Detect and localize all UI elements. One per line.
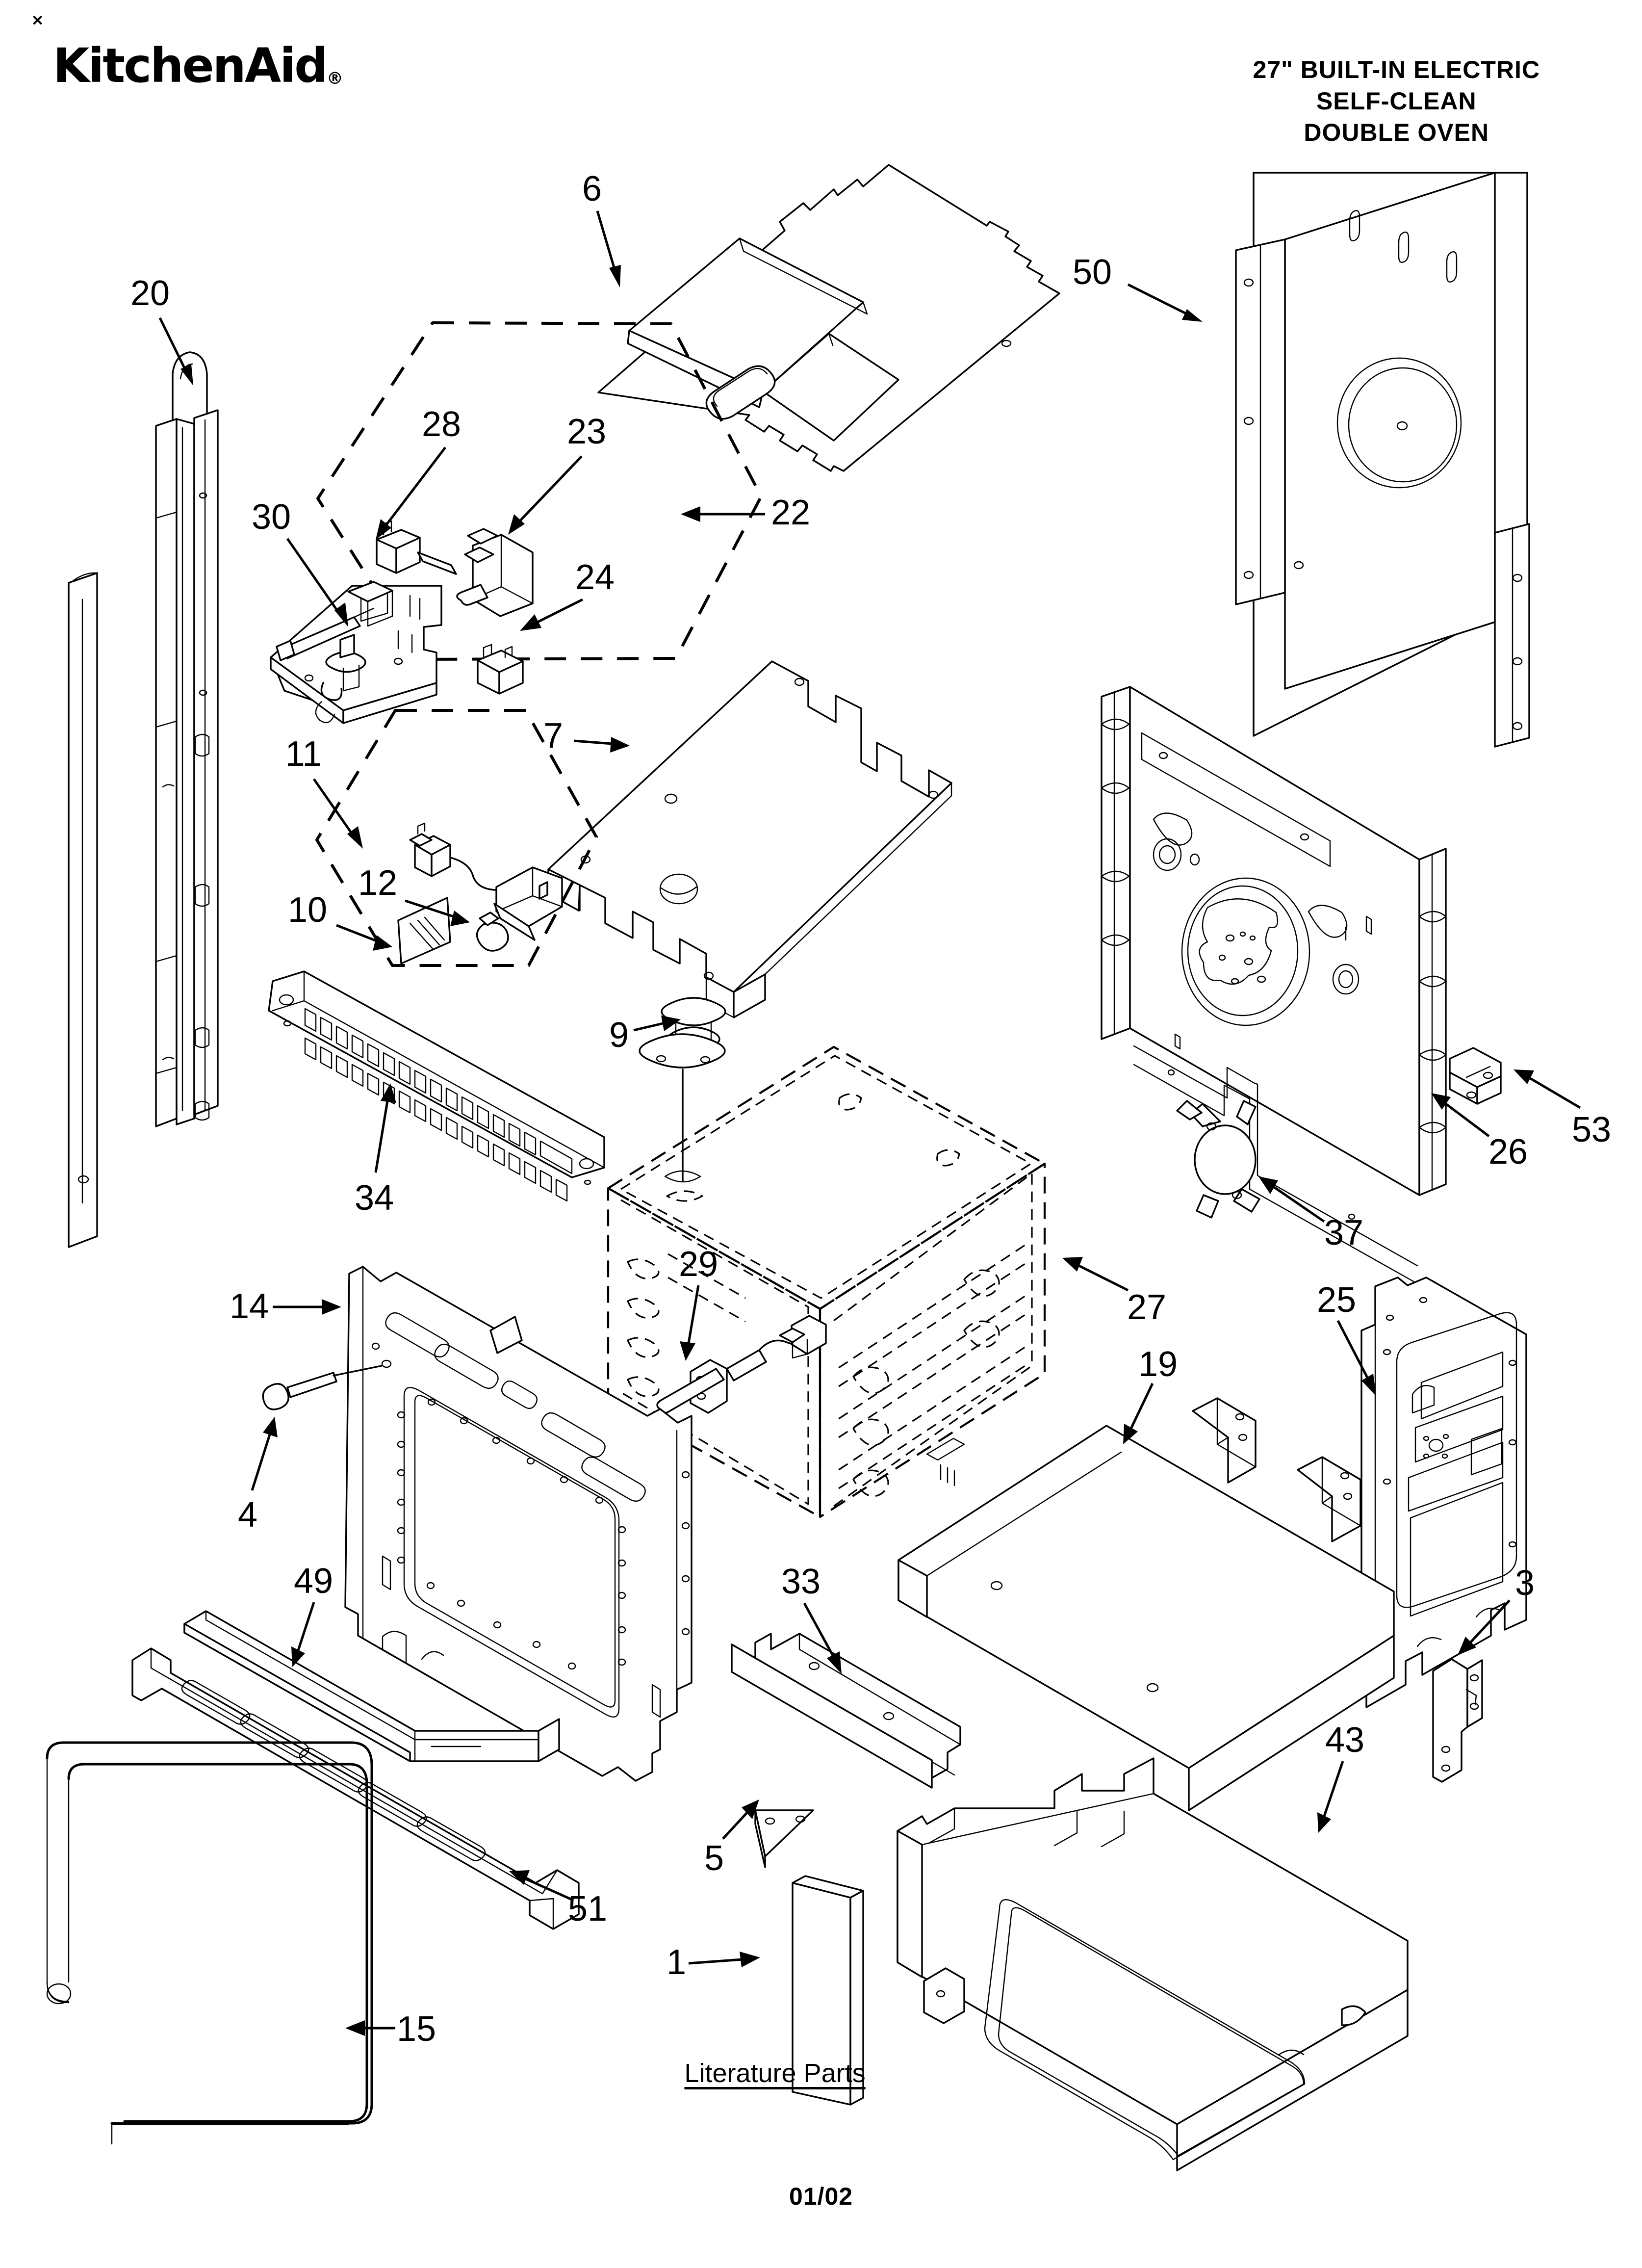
callout-24-switch: 24: [575, 558, 615, 597]
part-51-trim-rail: [131, 1647, 580, 1930]
callout-25-side-panel: 25: [1316, 1280, 1357, 1320]
callout-50-rear-panel: 50: [1072, 253, 1112, 292]
leader-lines: [158, 210, 1581, 2036]
registration-mark: ✕: [31, 13, 44, 29]
page-footer: 01/02: [789, 2183, 853, 2210]
part-23-lock-motor: [456, 528, 534, 617]
part-37-thermal-limiter: [1176, 1100, 1260, 1219]
callout-14-oven-front-frame: 14: [229, 1287, 269, 1326]
part-5-corner-gusset: [754, 1809, 814, 1868]
diagram-title: 27" BUILT-IN ELECTRIC SELF-CLEAN DOUBLE …: [1253, 56, 1540, 146]
callout-3-angle-bracket: 3: [1514, 1564, 1535, 1603]
callout-34-vent-grille: 34: [354, 1178, 394, 1218]
callout-6-top-panel-with-vent: 6: [582, 169, 602, 209]
callout-20-side-trim-cap: 20: [130, 274, 170, 313]
callout-10-lamp-lens: 10: [287, 890, 328, 930]
callout-37-thermal-limiter: 37: [1324, 1213, 1364, 1252]
callout-15-door-gasket: 15: [396, 2009, 436, 2049]
callout-9-oven-thermostat: 9: [609, 1016, 629, 1055]
part-50-rear-panel: [1235, 172, 1530, 748]
callout-27-oven-cavity: 27: [1127, 1288, 1167, 1327]
registered-trademark-symbol: ®: [326, 69, 343, 88]
callout-26-blower-panel: 26: [1488, 1132, 1528, 1172]
part-12-lamp-socket-and-bulb: [409, 822, 563, 952]
callout-11-lamp-assembly-boundary: 11: [285, 734, 322, 774]
callout-43-bottom-frame: 43: [1325, 1721, 1365, 1760]
kitchenaid-logo: KitchenAid®: [53, 38, 343, 93]
callout-4-plug-button: 4: [237, 1495, 258, 1535]
part-29-temperature-sensor: [656, 1315, 827, 1414]
part-2-side-trim: [68, 572, 98, 1248]
callout-22-latch-kit-boundary: 22: [770, 493, 811, 532]
part-19-shield-panel: [898, 1397, 1395, 1811]
part-9-oven-thermostat: [639, 997, 726, 1183]
callout-51-trim-rail-end: 51: [567, 1889, 608, 1929]
part-3-angle-bracket: [1432, 1658, 1483, 1783]
part-26-blower-panel: [1101, 686, 1447, 1282]
part-27-oven-cavity: [607, 1045, 1046, 1518]
callout-28-thermal-switch: 28: [421, 405, 462, 444]
callout-1-use-and-care-guide: 1: [666, 1943, 687, 1982]
brand-wordmark: KitchenAid: [53, 38, 328, 93]
literature-parts-label: Literature Parts: [684, 2059, 866, 2088]
part-53-clip-bracket: [1449, 1047, 1502, 1105]
callout-33-channel-rail: 33: [781, 1562, 821, 1601]
callout-49-support-rail: 49: [293, 1562, 334, 1601]
part-33-channel-rail: [731, 1633, 961, 1789]
part-15-door-gasket: [46, 1741, 373, 2145]
part-1-literature: [792, 1875, 864, 2106]
part-6-top-panel: [597, 164, 1060, 472]
part-4-plug-button: [262, 1359, 392, 1410]
callout-29-temperature-sensor: 29: [678, 1245, 718, 1284]
part-21-side-rail: [155, 409, 219, 1127]
part-43-bottom-frame: [897, 1757, 1409, 2171]
part-30-latch-assembly: [270, 581, 442, 724]
part-14-front-frame: [344, 1266, 693, 1782]
part-24-switch: [477, 644, 524, 695]
callout-7-divider-panel: 7: [543, 716, 564, 756]
part-34-vent-grille: [268, 970, 605, 1202]
callout-12-lamp-bulb: 12: [358, 863, 398, 903]
callout-23-door-lock-motor: 23: [566, 412, 607, 451]
part-22-kit-boundary: [316, 321, 763, 661]
part-7-divider-panel: [547, 660, 952, 1018]
callout-5-corner-gusset: 5: [704, 1839, 724, 1878]
callout-30-latch-assembly: 30: [251, 497, 291, 537]
callout-53-clip-bracket: 53: [1571, 1110, 1612, 1149]
part-10-lamp-lens: [397, 897, 451, 965]
part-28-thermal-switch: [376, 520, 457, 575]
part-11-lamp-kit-boundary: [315, 709, 598, 967]
callout-19-bottom-shield-panel: 19: [1138, 1345, 1178, 1384]
part-49-support-rail: [183, 1610, 560, 1762]
